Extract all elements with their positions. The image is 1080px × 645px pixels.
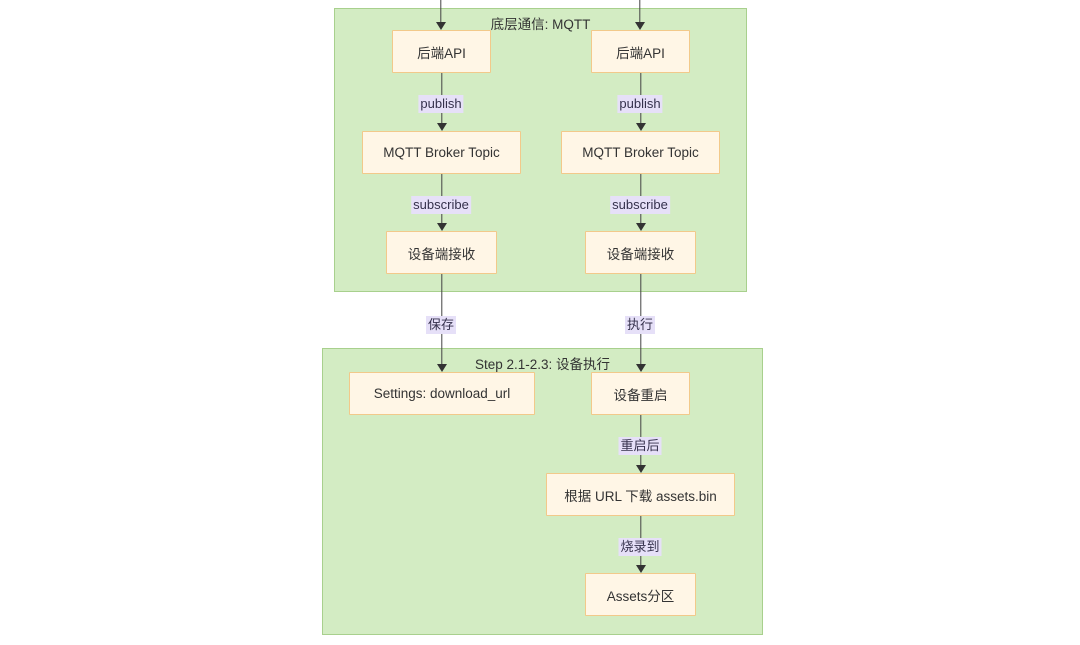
connector-arrow-6 bbox=[436, 364, 447, 372]
edge-label-execute: 执行 bbox=[624, 316, 656, 334]
edge-label-publish-right: publish bbox=[617, 95, 663, 113]
connector-arrow-0 bbox=[436, 22, 446, 30]
node-device-recv-left[interactable]: 设备端接收 bbox=[386, 231, 497, 274]
connector-arrow-5 bbox=[635, 223, 646, 231]
connector-arrow-2 bbox=[436, 123, 447, 131]
node-settings-url[interactable]: Settings: download_url bbox=[349, 372, 535, 415]
node-device-recv-right[interactable]: 设备端接收 bbox=[585, 231, 696, 274]
node-download-assets[interactable]: 根据 URL 下载 assets.bin bbox=[546, 473, 735, 516]
edge-label-subscribe-left: subscribe bbox=[411, 196, 471, 214]
node-assets-partition[interactable]: Assets分区 bbox=[585, 573, 696, 616]
connector-arrow-9 bbox=[635, 565, 646, 573]
node-backend-api-left[interactable]: 后端API bbox=[392, 30, 491, 73]
edge-label-publish-left: publish bbox=[418, 95, 464, 113]
node-device-reboot[interactable]: 设备重启 bbox=[591, 372, 690, 415]
connector-arrow-4 bbox=[436, 223, 447, 231]
edge-label-after-reboot: 重启后 bbox=[618, 437, 662, 455]
node-backend-api-right[interactable]: 后端API bbox=[591, 30, 690, 73]
edge-label-subscribe-right: subscribe bbox=[610, 196, 670, 214]
edge-label-flash-to: 烧录到 bbox=[618, 538, 662, 556]
connector-line-0 bbox=[440, 0, 442, 23]
connector-arrow-3 bbox=[635, 123, 646, 131]
node-broker-topic-right[interactable]: MQTT Broker Topic bbox=[561, 131, 720, 174]
node-broker-topic-left[interactable]: MQTT Broker Topic bbox=[362, 131, 521, 174]
connector-line-1 bbox=[639, 0, 641, 23]
subgraph-title-mqtt: 底层通信: MQTT bbox=[490, 17, 591, 32]
edge-label-save: 保存 bbox=[425, 316, 457, 334]
connector-arrow-1 bbox=[635, 22, 645, 30]
subgraph-title-device-exec: Step 2.1-2.3: 设备执行 bbox=[474, 357, 611, 372]
connector-arrow-8 bbox=[635, 465, 646, 473]
connector-arrow-7 bbox=[635, 364, 646, 372]
